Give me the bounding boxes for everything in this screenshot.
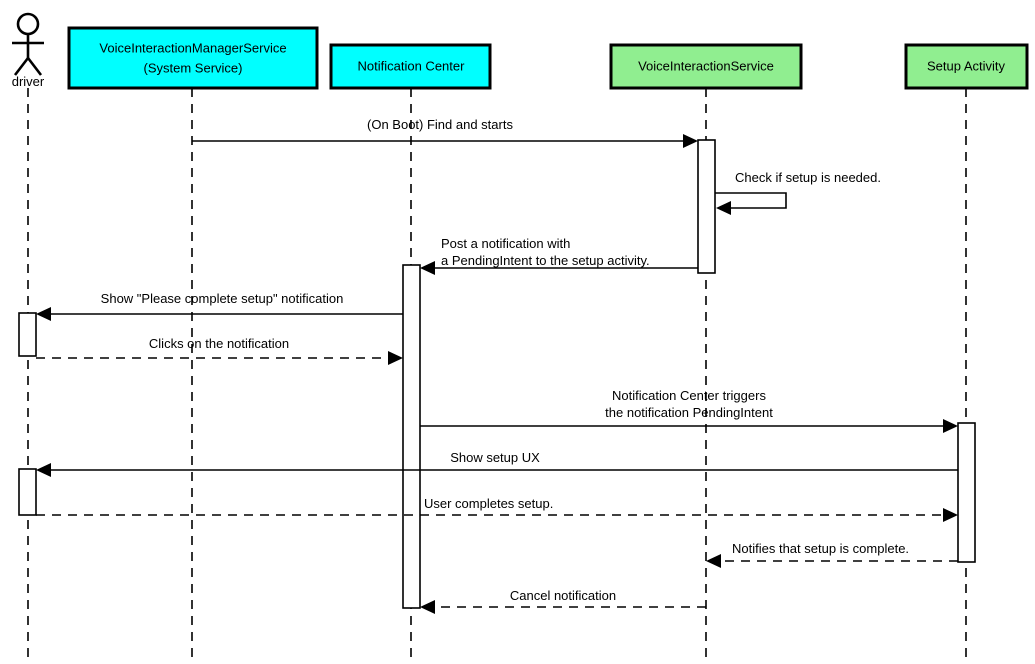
activation-bars-layer [18,139,976,609]
participant-box-setup-activity[interactable] [904,43,1029,90]
activation-bar-setup-activity [957,422,976,563]
participant-driver[interactable]: driver [12,12,45,89]
message-label-user-completes-setup: User completes setup. [424,496,553,511]
message-label-post-a-notification-line1: Post a notification with [441,236,570,251]
message-label-cancel-notification: Cancel notification [510,588,616,603]
message-clicks-on-the-notification: Clicks on the notification [36,336,403,365]
participant-label-vims-line1: VoiceInteractionManagerService [99,40,286,55]
message-label-on-boot-find-and-starts: (On Boot) Find and starts [367,117,513,132]
message-notification-center-triggers-pendingintent: Notification Center triggers the notific… [420,388,958,433]
arrow-head-right [388,351,403,365]
participant-box-notification-center[interactable] [329,43,492,90]
message-label-notification-center-triggers-line2: the notification PendingIntent [605,405,773,420]
participant-label-vims-line2: (System Service) [144,60,243,75]
message-label-notification-center-triggers-line1: Notification Center triggers [612,388,766,403]
arrow-head-left [36,463,51,477]
message-on-boot-find-and-starts: (On Boot) Find and starts [192,117,698,148]
message-label-post-a-notification-line2: a PendingIntent to the setup activity. [441,253,650,268]
message-label-show-please-complete-setup: Show "Please complete setup" notificatio… [101,291,344,306]
actor-leg-left-icon [13,57,30,76]
participant-label-notification-center: Notification Center [358,58,466,73]
message-cancel-notification: Cancel notification [420,588,706,614]
arrow-head-right [943,508,958,522]
arrow-head-left [706,554,721,568]
participant-box-voiceinteractionmanagerservice[interactable] [67,26,319,90]
participant-label-voiceinteractionservice: VoiceInteractionService [638,58,774,73]
participant-notification-center[interactable]: Notification Center [329,43,492,90]
participant-voiceinteractionmanagerservice[interactable]: VoiceInteractionManagerService (System S… [67,26,319,90]
activation-bar-voiceinteractionservice [697,139,716,274]
arrow-head-left [36,307,51,321]
message-notifies-that-setup-is-complete: Notifies that setup is complete. [706,541,958,568]
arrow-head-right [683,134,698,148]
activation-bar-driver-second [18,468,37,516]
participant-voiceinteractionservice[interactable]: VoiceInteractionService [609,43,803,90]
message-show-setup-ux: Show setup UX [36,450,958,477]
arrow-head-left [420,261,435,275]
message-check-if-setup-is-needed: Check if setup is needed. [715,170,881,215]
actor-head-icon [16,12,40,36]
message-post-a-notification: Post a notification with a PendingIntent… [420,236,698,275]
participant-label-driver: driver [12,74,45,89]
activation-bar-notification-center [402,264,421,609]
arrow-head-left [420,600,435,614]
message-label-notifies-that-setup-is-complete: Notifies that setup is complete. [732,541,909,556]
message-show-please-complete-setup-notification: Show "Please complete setup" notificatio… [36,291,403,321]
message-user-completes-setup: User completes setup. [36,496,958,522]
activation-bar-driver-first [18,312,37,357]
arrow-head-left [716,201,731,215]
participant-label-setup-activity: Setup Activity [927,58,1006,73]
message-label-show-setup-ux: Show setup UX [450,450,540,465]
participant-setup-activity[interactable]: Setup Activity [904,43,1029,90]
message-label-check-if-setup-is-needed: Check if setup is needed. [735,170,881,185]
message-label-clicks-on-the-notification: Clicks on the notification [149,336,289,351]
message-self-path [715,192,787,209]
arrow-head-right [943,419,958,433]
participant-box-voiceinteractionservice[interactable] [609,43,803,90]
actor-leg-right-icon [26,57,43,76]
